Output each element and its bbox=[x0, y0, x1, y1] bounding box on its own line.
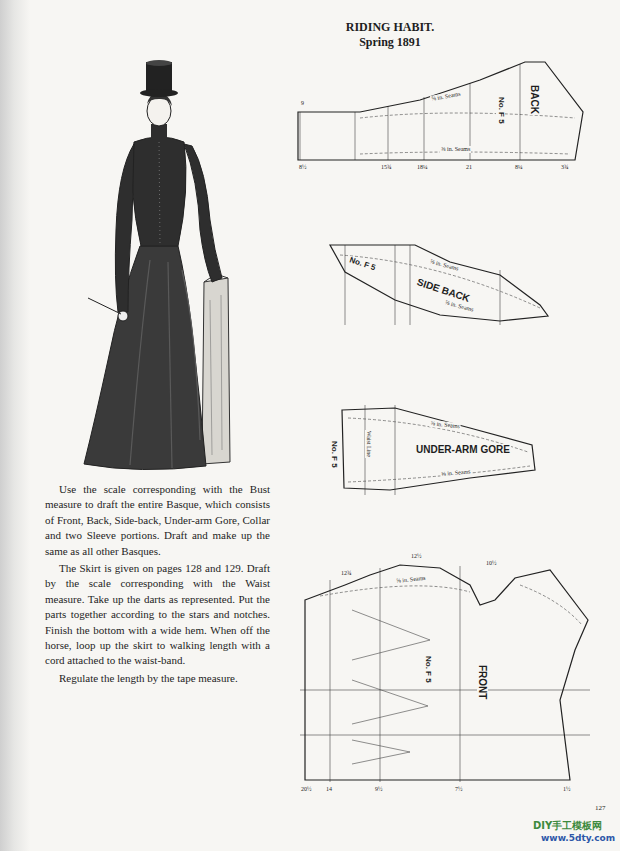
piece-name: FRONT bbox=[477, 664, 488, 700]
side-back-pattern-piece: No. F 5 SIDE BACK bbox=[330, 245, 548, 321]
seam-note: ⅝ in. Seams bbox=[440, 146, 471, 153]
piece-name: BACK bbox=[529, 84, 540, 115]
dimension-number: 14 bbox=[325, 786, 333, 793]
dimension-number: 8½ bbox=[298, 164, 308, 171]
dimension-number: 12¾ bbox=[340, 570, 353, 577]
dimension-number: 3¾ bbox=[560, 164, 570, 171]
page-title: RIDING HABIT. Spring 1891 bbox=[335, 20, 445, 50]
dimension-number: 18¼ bbox=[416, 164, 429, 171]
dimension-number: 20½ bbox=[300, 786, 313, 793]
watermark: DIY手工模板网 bbox=[532, 820, 603, 831]
instruction-text: Regulate the length by the tape measure. bbox=[45, 671, 270, 686]
seam-note: ⅝ in. Seams bbox=[395, 575, 427, 585]
dimension-number: 21 bbox=[465, 164, 473, 171]
instruction-text: Use the scale corresponding with the Bus… bbox=[45, 482, 270, 559]
dimension-number: 9½ bbox=[374, 786, 384, 793]
dimension-number: 7½ bbox=[454, 786, 464, 793]
piece-name: SIDE BACK bbox=[415, 276, 473, 304]
piece-number: No. F 5 bbox=[423, 655, 432, 684]
piece-number: No. F 5 bbox=[329, 440, 338, 469]
piece-number: No. F 5 bbox=[347, 256, 377, 273]
seam-note: ⅝ in. Seams bbox=[430, 91, 462, 103]
page-number: 127 bbox=[594, 805, 607, 813]
seam-note: ⅝ in. Seams bbox=[440, 468, 472, 477]
front-pattern-piece: No. F 5 FRONT bbox=[305, 565, 588, 780]
dimension-number: 8¼ bbox=[514, 164, 524, 171]
dimension-number: 10½ bbox=[485, 560, 498, 567]
dimension-number: 9 bbox=[300, 100, 305, 107]
dimension-number: 1½ bbox=[562, 786, 572, 793]
dimension-number: 12½ bbox=[410, 553, 423, 560]
instruction-text: The Skirt is given on pages 128 and 129.… bbox=[45, 561, 270, 669]
dimension-number: 15¾ bbox=[380, 164, 393, 171]
piece-name: UNDER-ARM GORE bbox=[415, 444, 511, 455]
piece-outline bbox=[305, 565, 588, 780]
piece-number: No. F 5 bbox=[496, 96, 505, 125]
seam-note: ⅝ in. Seams bbox=[428, 258, 460, 272]
seam-note: ⅝ in. Seams bbox=[429, 420, 461, 430]
line-label: Waist Line bbox=[365, 430, 372, 458]
watermark-url: www.5dty.com bbox=[540, 834, 616, 844]
